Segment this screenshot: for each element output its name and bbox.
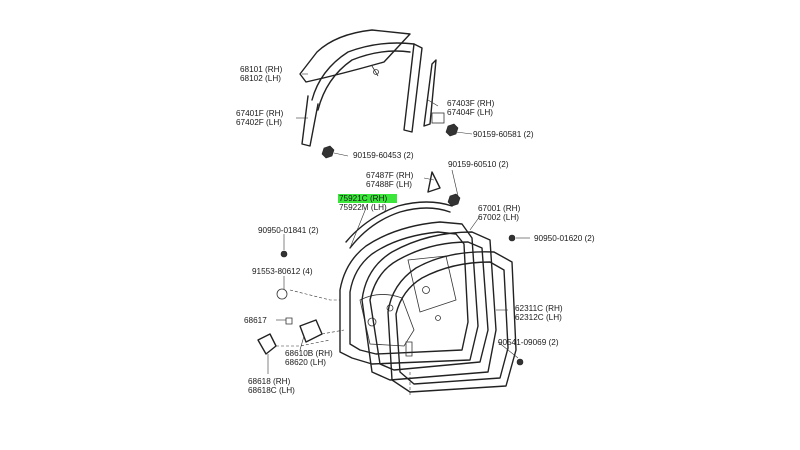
label-hinge-lower-rh: 68618 (RH) bbox=[248, 377, 291, 386]
label-bolt-60581: 90159-60581 (2) bbox=[473, 130, 534, 139]
label-nut-80612: 91553-80612 (4) bbox=[252, 267, 313, 276]
label-door-weatherstrip-lh: 67002 (LH) bbox=[478, 213, 519, 222]
label-clip-01841: 90950-01841 (2) bbox=[258, 226, 319, 235]
label-opening-trim-lh: 62312C (LH) bbox=[515, 313, 562, 322]
front-glass-run bbox=[301, 42, 415, 147]
door-weatherstrip bbox=[361, 231, 497, 381]
leader-lines bbox=[267, 73, 530, 396]
label-clip-01620: 90950-01620 (2) bbox=[534, 234, 595, 243]
label-rear-run-rh: 67403F (RH) bbox=[447, 99, 495, 108]
bolt-group bbox=[321, 123, 461, 207]
label-corner-rh: 67487F (RH) bbox=[366, 171, 414, 180]
label-bolt-60510: 90159-60510 (2) bbox=[448, 160, 509, 169]
label-glass-rh: 68101 (RH) bbox=[240, 65, 283, 74]
opening-trim bbox=[387, 251, 517, 393]
label-hinge-lh: 68620 (LH) bbox=[285, 358, 326, 367]
label-rear-run-lh: 67404F (LH) bbox=[447, 108, 493, 117]
label-opening-trim-rh: 62311C (RH) bbox=[515, 304, 563, 313]
part-labels: 68101 (RH) 68102 (LH) 67401F (RH) 67402F… bbox=[236, 65, 595, 395]
label-hinge-lower-lh: 68618C (LH) bbox=[248, 386, 295, 395]
label-68617: 68617 bbox=[244, 316, 267, 325]
label-glass-lh: 68102 (LH) bbox=[240, 74, 281, 83]
label-weatherstrip-upper-lh: 75922M (LH) bbox=[339, 203, 387, 212]
label-front-run-lh: 67402F (LH) bbox=[236, 118, 282, 127]
label-door-weatherstrip-rh: 67001 (RH) bbox=[478, 204, 521, 213]
label-corner-lh: 67488F (LH) bbox=[366, 180, 412, 189]
label-clip-09069: 90541-09069 (2) bbox=[498, 338, 559, 347]
label-hinge-rh: 68610B (RH) bbox=[285, 349, 333, 358]
corner-piece bbox=[427, 171, 441, 193]
upper-weatherstrip bbox=[345, 201, 453, 249]
label-weatherstrip-upper-rh: 75921C (RH) bbox=[339, 194, 388, 203]
door-glass bbox=[299, 29, 411, 83]
rear-glass-run bbox=[403, 43, 445, 133]
label-bolt-60453: 90159-60453 (2) bbox=[353, 151, 414, 160]
highlight-box bbox=[338, 194, 397, 203]
label-front-run-rh: 67401F (RH) bbox=[236, 109, 284, 118]
